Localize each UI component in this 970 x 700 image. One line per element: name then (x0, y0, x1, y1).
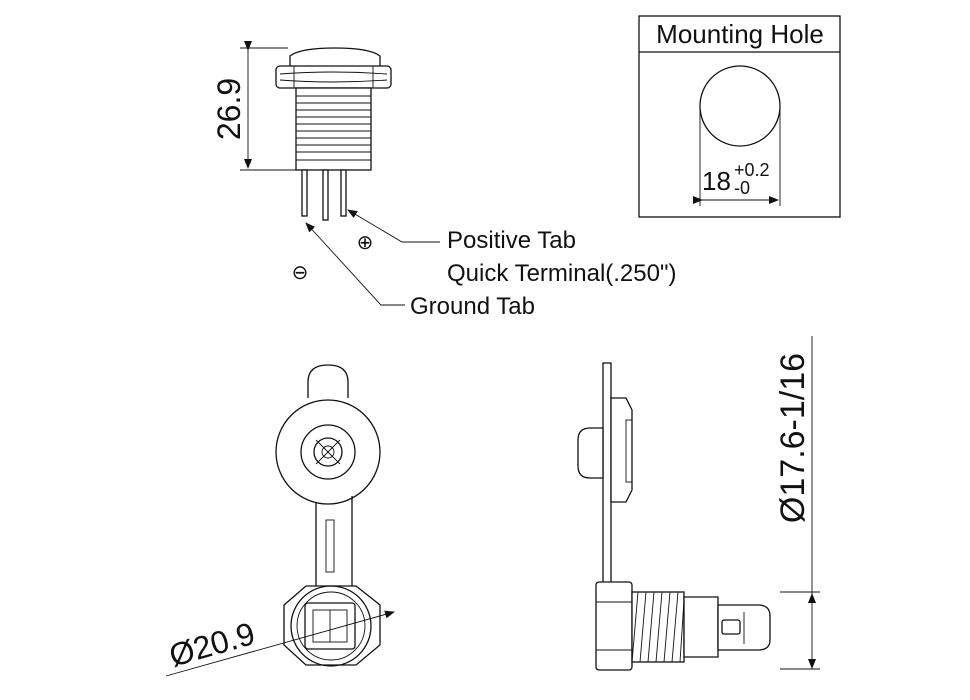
panel-plate (602, 362, 612, 594)
bezel-inner-ring (300, 424, 356, 480)
quick-terminal-label: Quick Terminal(.250") (447, 260, 677, 287)
side-housing (683, 596, 719, 658)
side-button (577, 427, 604, 479)
positive-terminal (340, 169, 347, 217)
side-nut (595, 581, 633, 671)
center-terminal (322, 169, 329, 221)
mounting-hole-upper-tol: +0.2 (734, 160, 770, 180)
front-diameter-label: Ø20.9 (165, 615, 259, 674)
ground-tab-leader (305, 222, 405, 306)
side-view-switch: Ø17.6-1/16 (577, 336, 820, 671)
mounting-hole-title: Mounting Hole (656, 19, 824, 49)
front-view-switch: Ø20.9 (165, 364, 395, 677)
side-bezel (610, 397, 633, 503)
threaded-body (295, 87, 372, 171)
side-threaded-body (631, 591, 685, 663)
top-view-switch: 26.9 ⊕ ⊖ Positive Tab Quick Terminal(.25… (211, 41, 677, 320)
ground-tab-label: Ground Tab (410, 293, 535, 320)
button-center (313, 437, 343, 467)
mounting-hole-circle (699, 65, 781, 147)
side-diameter-label: Ø17.6-1/16 (774, 353, 812, 523)
mounting-hole-lower-tol: -0 (734, 178, 750, 198)
tab-strip (315, 496, 353, 590)
height-dimension-label: 26.9 (211, 78, 247, 140)
ground-terminal (301, 169, 308, 217)
front-diameter-leader (165, 610, 395, 677)
positive-tab-leader (347, 209, 440, 243)
positive-symbol: ⊕ (357, 232, 374, 254)
negative-symbol: ⊖ (292, 262, 309, 284)
upper-tab (307, 364, 349, 398)
bottom-hex-nut (283, 585, 381, 666)
hex-nut (275, 65, 392, 89)
positive-tab-label: Positive Tab (447, 227, 576, 254)
button-cap (289, 47, 381, 68)
mounting-hole-box: Mounting Hole 18 +0.2 -0 (638, 15, 841, 218)
mounting-hole-dim-base: 18 (702, 166, 731, 196)
